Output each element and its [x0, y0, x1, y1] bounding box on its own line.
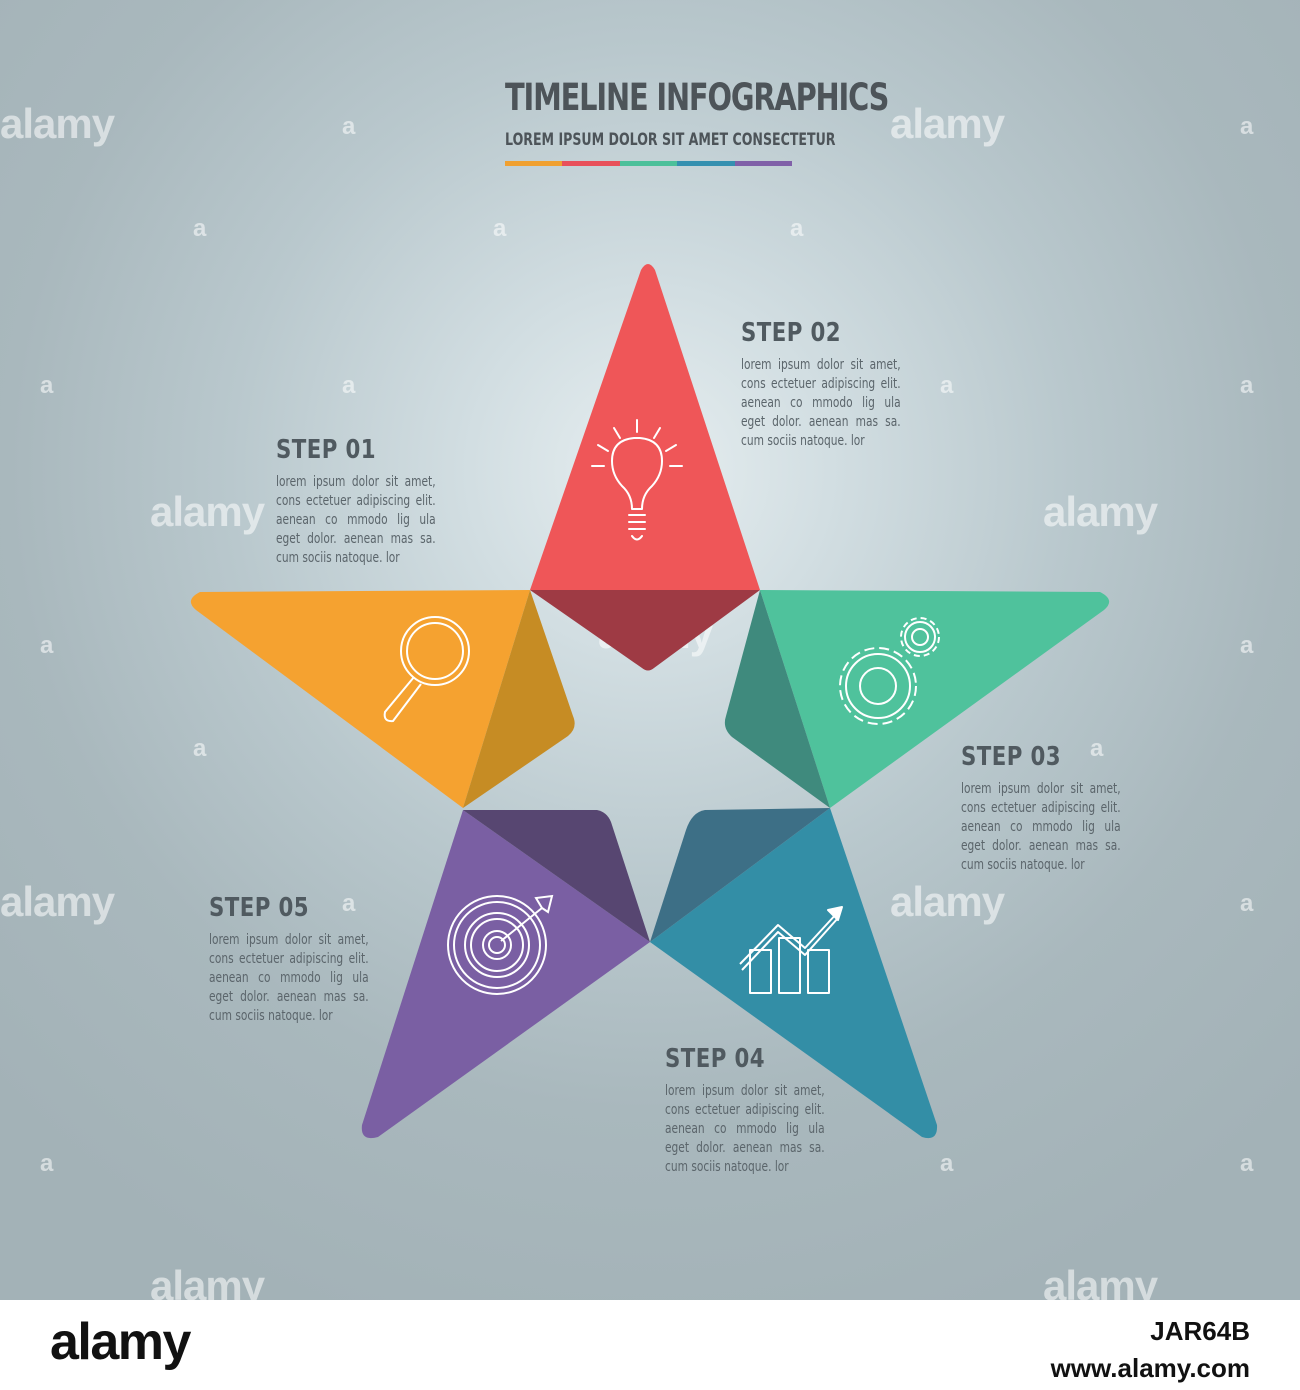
infographic-canvas: alamy alamy alamy alamy alamy alamy alam…	[0, 0, 1300, 1300]
step-01-text: lorem ipsum dolor sit amet, cons ectetue…	[276, 474, 436, 566]
gears-icon	[839, 617, 940, 725]
watermark-mark: a	[790, 215, 803, 242]
star-point-step-05	[361, 810, 650, 1139]
star-point-step-01	[190, 590, 575, 808]
color-bar-segment-3	[619, 161, 678, 166]
step-04-block: STEP 04 lorem ipsum dolor sit amet, cons…	[665, 1044, 825, 1177]
page-title: TIMELINE INFOGRAPHICS	[505, 76, 889, 119]
step-03-text: lorem ipsum dolor sit amet, cons ectetue…	[961, 781, 1121, 873]
step-02-block: STEP 02 lorem ipsum dolor sit amet, cons…	[741, 318, 901, 451]
step-03-title: STEP 03	[961, 742, 1062, 772]
watermark-mark: a	[1090, 735, 1103, 762]
watermark-mark: a	[1240, 113, 1253, 140]
alamy-logo: alamy	[50, 1313, 191, 1371]
watermark-mark: a	[1240, 372, 1253, 399]
step-04-title: STEP 04	[665, 1044, 766, 1074]
star-point-step-03	[724, 590, 1110, 808]
watermark-mark: a	[342, 372, 355, 399]
watermark-mark: a	[342, 890, 355, 917]
watermark: alamy	[0, 100, 115, 147]
star-point-step-04	[650, 808, 938, 1139]
watermark: alamy	[150, 1262, 265, 1300]
watermark: alamy	[1043, 488, 1158, 535]
watermark: alamy	[1043, 1262, 1158, 1300]
watermark-mark: a	[193, 735, 206, 762]
color-bar-segment-5	[734, 161, 792, 166]
star-diagram	[190, 264, 1110, 1139]
step-05-block: STEP 05 lorem ipsum dolor sit amet, cons…	[209, 893, 369, 1026]
watermark-mark: a	[493, 215, 506, 242]
watermark-mark: a	[40, 372, 53, 399]
watermark-mark: a	[40, 1150, 53, 1177]
step-05-text: lorem ipsum dolor sit amet, cons ectetue…	[209, 932, 369, 1024]
target-icon	[447, 894, 554, 995]
watermark: alamy	[890, 100, 1005, 147]
step-04-text: lorem ipsum dolor sit amet, cons ectetue…	[665, 1083, 825, 1175]
color-bar-segment-1	[505, 161, 563, 166]
watermark-mark: a	[1240, 890, 1253, 917]
watermark: alamy	[0, 878, 115, 925]
watermark-mark: a	[193, 215, 206, 242]
watermark: alamy	[150, 488, 265, 535]
growth-chart-icon	[739, 906, 843, 994]
color-bar-segment-2	[562, 161, 620, 166]
step-01-block: STEP 01 lorem ipsum dolor sit amet, cons…	[276, 435, 436, 568]
lightbulb-icon	[591, 419, 683, 541]
watermark-mark: a	[1240, 632, 1253, 659]
header-color-bar	[505, 161, 792, 166]
color-bar-segment-4	[677, 161, 735, 166]
magnifier-icon	[383, 616, 470, 723]
step-02-text: lorem ipsum dolor sit amet, cons ectetue…	[741, 357, 901, 449]
step-02-title: STEP 02	[741, 318, 842, 348]
step-03-block: STEP 03 lorem ipsum dolor sit amet, cons…	[961, 742, 1121, 875]
watermark-mark: a	[342, 113, 355, 140]
star-point-step-02	[530, 264, 760, 671]
watermark-mark: a	[940, 1150, 953, 1177]
watermark-mark: a	[40, 632, 53, 659]
watermark: alamy	[890, 878, 1005, 925]
image-id: JAR64B	[1150, 1316, 1250, 1346]
step-01-title: STEP 01	[276, 435, 377, 465]
footer-bar: alamy JAR64B www.alamy.com	[0, 1300, 1300, 1390]
footer-info: JAR64B www.alamy.com	[1051, 1316, 1250, 1384]
page-subtitle: LOREM IPSUM DOLOR SIT AMET CONSECTETUR	[505, 130, 836, 150]
watermark-mark: a	[1240, 1150, 1253, 1177]
watermark-mark: a	[940, 372, 953, 399]
site-url: www.alamy.com	[1050, 1353, 1250, 1383]
step-05-title: STEP 05	[209, 893, 310, 923]
